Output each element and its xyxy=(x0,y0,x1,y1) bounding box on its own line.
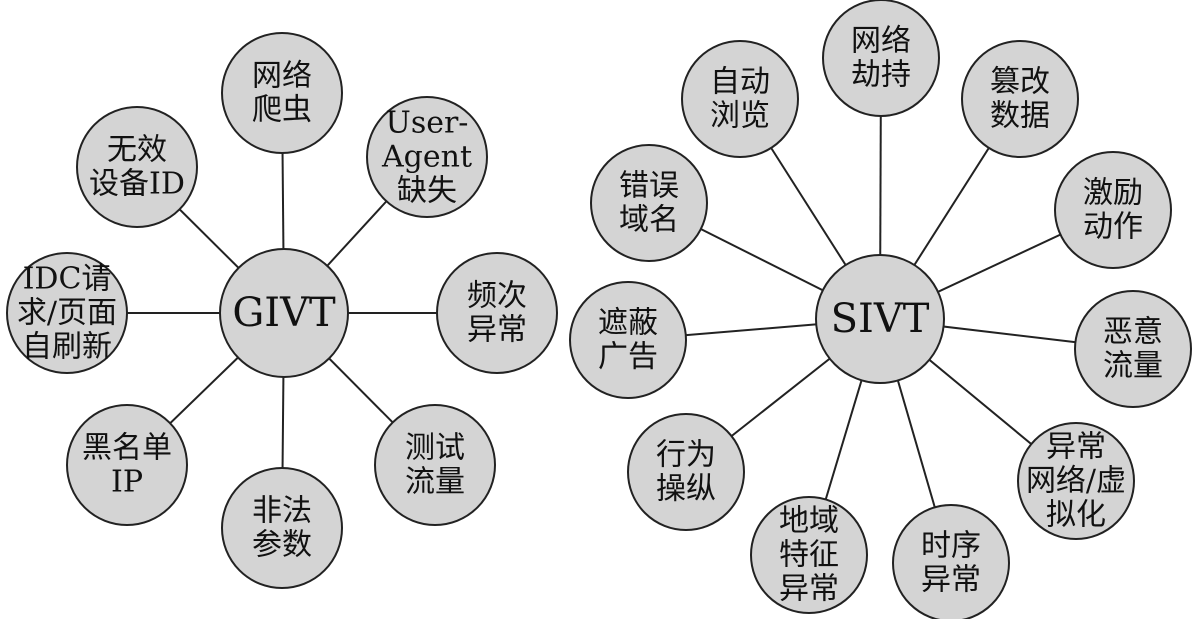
sivt-node-yichang-wangluo-xuni-label-line-3: 拟化 xyxy=(1046,498,1106,533)
sivt-node-shixu-yichang-label-line-1: 时序 xyxy=(921,529,981,564)
givt-node-heimingdan-ip-circle xyxy=(66,404,188,526)
givt-node-wangluo-pachong-circle xyxy=(221,32,343,154)
givt-node-heimingdan-ip-label-line-2: IP xyxy=(111,465,143,500)
sivt-node-wangluo-jiechi-circle xyxy=(822,0,940,117)
sivt-node-cuangai-shuju-label-line-2: 数据 xyxy=(990,99,1050,134)
sivt-node-zhebi-guanggao-label-line-1: 遮蔽 xyxy=(598,306,658,341)
givt-node-ceshi-liuliang-label-line-2: 流量 xyxy=(405,465,465,500)
sivt-node-diyu-tezheng-yichang-label-line-2: 特征 xyxy=(779,538,839,573)
givt-node-pinci-yichang-label-line-2: 异常 xyxy=(467,313,527,348)
sivt-node-cuangai-shuju-circle xyxy=(961,40,1079,158)
givt-node-idc-qingqiu-circle xyxy=(6,252,128,374)
givt-node-user-agent-queshi-label-line-2: Agent xyxy=(381,140,472,175)
sivt-node-zidong-liulan-label-line-1: 自动 xyxy=(710,65,770,100)
sivt-node-xingwei-caozong-label-line-1: 行为 xyxy=(656,438,716,473)
sivt-node-diyu-tezheng-yichang-label-line-1: 地域 xyxy=(779,504,839,539)
sivt-node-eyi-liuliang-label-line-1: 恶意 xyxy=(1103,315,1163,350)
givt-node-wangluo-pachong-label-line-1: 网络 xyxy=(252,59,312,94)
sivt-node-wangluo-jiechi-label-line-1: 网络 xyxy=(851,24,911,59)
sivt-node-jili-dongzuo-label-line-1: 激励 xyxy=(1083,176,1143,211)
givt-node-wuxiao-shebei-circle xyxy=(76,106,198,228)
sivt-node-xingwei-caozong-label-line-2: 操纵 xyxy=(656,472,716,507)
givt-node-user-agent-queshi-circle xyxy=(366,96,488,218)
sivt-node-cuowu-yuming-circle xyxy=(590,144,708,262)
sivt-node-wangluo-jiechi-label-line-2: 劫持 xyxy=(851,58,911,93)
givt-node-feifa-canshu-circle xyxy=(221,467,343,589)
givt-node-idc-qingqiu-label-line-2: 求/页面 xyxy=(17,296,117,331)
givt-node-wuxiao-shebei-label-line-2: 设备ID xyxy=(89,167,185,202)
sivt-node-zhebi-guanggao-label-line-2: 广告 xyxy=(598,340,658,375)
sivt-node-zidong-liulan-circle xyxy=(681,40,799,158)
sivt-node-eyi-liuliang-circle xyxy=(1074,290,1192,408)
sivt-node-diyu-tezheng-yichang-label-line-3: 异常 xyxy=(779,572,839,607)
givt-node-ceshi-liuliang-circle xyxy=(374,404,496,526)
givt-node-user-agent-queshi-label-line-1: User- xyxy=(386,106,469,141)
sivt-node-yichang-wangluo-xuni-label-line-1: 异常 xyxy=(1046,430,1106,465)
givt-node-idc-qingqiu-label-line-1: IDC请 xyxy=(23,262,112,297)
sivt-node-shixu-yichang-label-line-2: 异常 xyxy=(921,563,981,598)
givt-hub-node-label-line-1: GIVT xyxy=(232,290,336,336)
sivt-hub-node: SIVT xyxy=(815,254,945,384)
givt-hub-node: GIVT xyxy=(219,248,349,378)
sivt-node-jili-dongzuo-circle xyxy=(1054,151,1172,269)
givt-node-idc-qingqiu-label-line-3: 自刷新 xyxy=(22,330,112,365)
sivt-node-zidong-liulan-label-line-2: 浏览 xyxy=(710,99,770,134)
givt-node-pinci-yichang-label-line-1: 频次 xyxy=(467,279,527,314)
sivt-node-zhebi-guanggao-circle xyxy=(569,281,687,399)
sivt-node-cuowu-yuming-label-line-1: 错误 xyxy=(619,169,679,204)
sivt-node-cuowu-yuming-label-line-2: 域名 xyxy=(619,203,679,238)
givt-node-user-agent-queshi-label-line-3: 缺失 xyxy=(397,174,457,209)
sivt-node-yichang-wangluo-xuni-circle xyxy=(1017,422,1135,540)
sivt-node-yichang-wangluo-xuni-label-line-2: 网络/虚 xyxy=(1026,464,1126,499)
sivt-node-cuangai-shuju-label-line-1: 篡改 xyxy=(990,65,1050,100)
givt-node-wangluo-pachong-label-line-2: 爬虫 xyxy=(252,93,312,128)
givt-node-heimingdan-ip-label-line-1: 黑名单 xyxy=(82,431,172,466)
givt-node-pinci-yichang-circle xyxy=(436,252,558,374)
givt-node-feifa-canshu-label-line-1: 非法 xyxy=(252,494,312,529)
sivt-node-shixu-yichang-circle xyxy=(892,504,1010,619)
givt-node-feifa-canshu-label-line-2: 参数 xyxy=(252,528,312,563)
givt-node-wuxiao-shebei-label-line-1: 无效 xyxy=(107,133,167,168)
sivt-hub-node-label-line-1: SIVT xyxy=(831,296,930,342)
sivt-node-jili-dongzuo-label-line-2: 动作 xyxy=(1083,210,1143,245)
givt-node-ceshi-liuliang-label-line-1: 测试 xyxy=(405,431,465,466)
givt-hub-node-circle xyxy=(219,248,349,378)
sivt-hub-node-circle xyxy=(815,254,945,384)
sivt-node-xingwei-caozong-circle xyxy=(627,413,745,531)
sivt-node-diyu-tezheng-yichang-circle xyxy=(750,496,868,614)
sivt-node-eyi-liuliang-label-line-2: 流量 xyxy=(1103,349,1163,384)
